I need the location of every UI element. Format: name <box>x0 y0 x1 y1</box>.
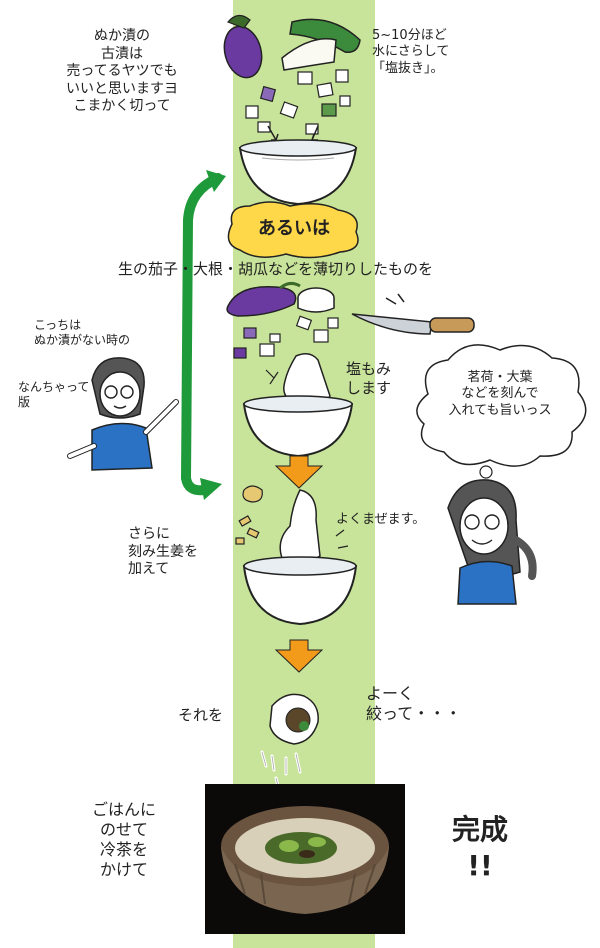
arui-wa-label-shape <box>227 201 359 259</box>
hand-squeeze-icon <box>279 489 349 564</box>
right-note-top: 5~10分ほど 水にさらして 「塩抜き」。 <box>372 28 450 76</box>
chopped-pieces-mid <box>233 315 339 359</box>
thought-cloud-shape <box>416 344 587 467</box>
knife-icon <box>351 293 475 335</box>
cucumber-top-icon <box>289 18 361 53</box>
chopped-pieces-top <box>245 69 351 135</box>
bowl-2-icon <box>242 395 354 458</box>
gohan-note: ごはんに のせて 冷茶を かけて <box>92 800 157 879</box>
bowl-1-icon <box>238 139 358 206</box>
shiomomi-note: 塩もみ します <box>346 360 392 397</box>
eggplant-top-icon <box>223 14 263 79</box>
daikon-top-icon <box>281 38 337 71</box>
arui-wa-label: あるいは <box>258 218 330 239</box>
eggplant-mid-icon <box>226 281 301 317</box>
finished-dish-photo <box>205 784 405 934</box>
green-flow-arrow-icon <box>181 170 226 500</box>
yoku-shibotte-note: よーく 絞って・・・ <box>366 684 462 723</box>
left-note-top: ぬか漬の 古漬は 売ってるヤツでも いいと思いますヨ こまかく切って <box>66 28 178 114</box>
nanchatte-note: なんちゃって 版 <box>18 380 90 409</box>
squeeze-ball-icon <box>260 693 319 788</box>
orange-arrow-1-icon <box>274 455 324 489</box>
chazuke-bowl-icon <box>205 784 405 934</box>
person-left-illustration <box>67 357 179 471</box>
sore-wo-note: それを <box>178 706 224 724</box>
ginger-pieces <box>235 485 263 545</box>
kansei-label: 完成 !! <box>452 813 509 883</box>
left-note-mid: こっちは ぬか漬がない時の <box>34 318 131 347</box>
person-right-illustration <box>447 479 537 605</box>
cloud-text: 茗荷・大葉 などを刻んで 入れても旨いっス <box>448 370 552 418</box>
sarani-note: さらに 刻み生姜を 加えて <box>128 526 198 577</box>
daikon-mid-icon <box>297 287 335 313</box>
yoku-mazemasu-note: よくまぜます。 <box>336 512 426 527</box>
orange-arrow-2-icon <box>274 639 324 673</box>
bowl-3-icon <box>242 556 358 626</box>
raw-veg-line: 生の茄子・大根・胡瓜などを薄切りしたものを <box>118 260 434 278</box>
